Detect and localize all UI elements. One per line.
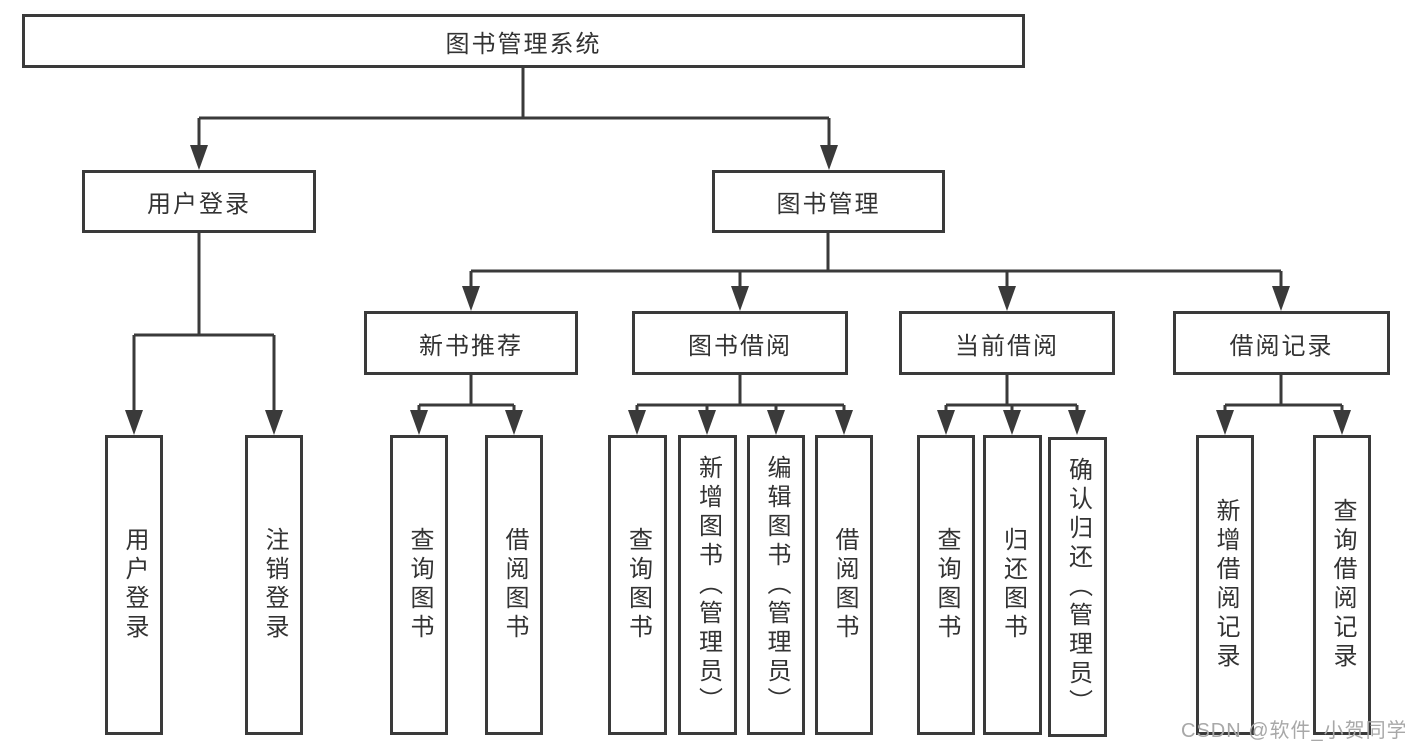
leaf-query-borrow-record: 查询借阅记录 bbox=[1313, 435, 1371, 735]
node-book-borrowing: 图书借阅 bbox=[632, 311, 848, 375]
node-borrowing-records: 借阅记录 bbox=[1173, 311, 1390, 375]
node-new-book-recommendation: 新书推荐 bbox=[364, 311, 578, 375]
leaf-add-borrow-record: 新增借阅记录 bbox=[1196, 435, 1254, 735]
node-user-login: 用户登录 bbox=[82, 170, 316, 233]
leaf-query-books-2: 查询图书 bbox=[608, 435, 667, 735]
leaf-query-books-3: 查询图书 bbox=[917, 435, 975, 735]
leaf-borrow-books-1: 借阅图书 bbox=[485, 435, 543, 735]
leaf-edit-books-admin: 编辑图书（管理员） bbox=[747, 435, 805, 735]
node-book-management: 图书管理 bbox=[712, 170, 945, 233]
leaf-borrow-books-2: 借阅图书 bbox=[815, 435, 873, 735]
node-current-borrowing: 当前借阅 bbox=[899, 311, 1115, 375]
leaf-add-books-admin: 新增图书（管理员） bbox=[678, 435, 737, 735]
leaf-return-books: 归还图书 bbox=[983, 435, 1042, 735]
watermark-csdn: CSDN @软件_小贺同学 bbox=[1181, 720, 1405, 742]
node-library-management-system: 图书管理系统 bbox=[22, 14, 1025, 68]
leaf-logout: 注销登录 bbox=[245, 435, 303, 735]
leaf-query-books-1: 查询图书 bbox=[390, 435, 448, 735]
leaf-user-login: 用户登录 bbox=[105, 435, 163, 735]
leaf-confirm-return-admin: 确认归还（管理员） bbox=[1048, 437, 1107, 737]
